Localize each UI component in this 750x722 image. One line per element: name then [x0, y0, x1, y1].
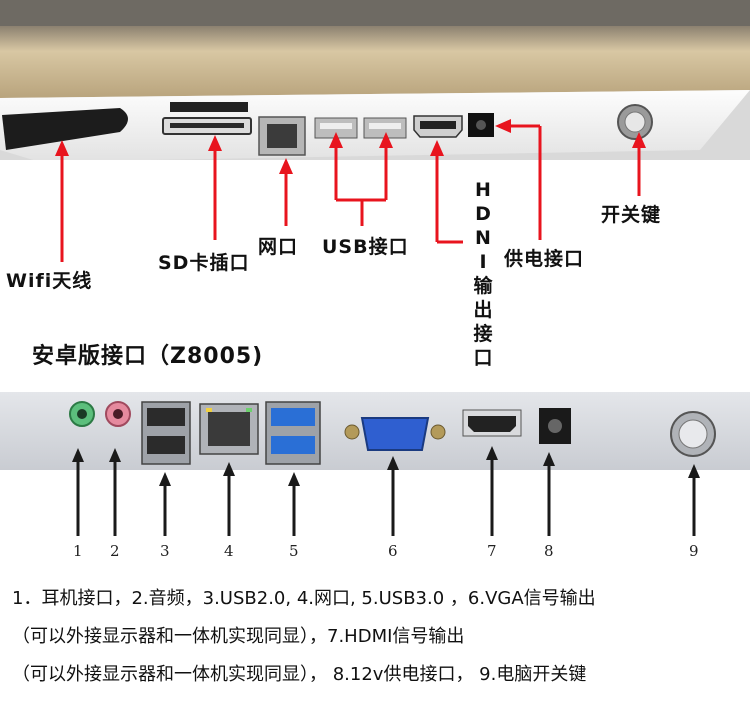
label-power-input: 供电接口 [504, 248, 585, 270]
description-line-3: （可以外接显示器和一体机实现同显）， 8.12v供电接口， 9.电脑开关键 [12, 664, 587, 685]
description-line-1: 1．耳机接口，2.音频，3.USB2.0, 4.网口, 5.USB3.0 ，6.… [12, 588, 596, 609]
port-number: 4 [224, 542, 234, 560]
port-number: 5 [289, 542, 299, 560]
label-power-switch: 开关键 [601, 204, 662, 226]
label-hdmi-output: HDNI输出接口 [473, 179, 493, 369]
top-device-photo [0, 0, 750, 172]
port-number: 9 [689, 542, 699, 560]
bottom-arrows [72, 446, 700, 536]
port-number: 3 [160, 542, 170, 560]
port-number: 8 [544, 542, 554, 560]
top-arrows [55, 119, 646, 262]
vga-port-icon [360, 417, 430, 451]
bottom-device-photo [0, 392, 750, 470]
port-number: 2 [110, 542, 120, 560]
label-lan-port: 网口 [258, 236, 299, 258]
port-number: 7 [487, 542, 497, 560]
label-sd-slot: SD卡插口 [158, 252, 250, 274]
port-number: 1 [73, 542, 83, 560]
label-usb-ports: USB接口 [322, 236, 409, 258]
page-title: 安卓版接口（Z8005) [32, 344, 264, 369]
description-line-2: （可以外接显示器和一体机实现同显），7.HDMI信号输出 [12, 626, 465, 647]
port-number: 6 [388, 542, 398, 560]
label-wifi-antenna: Wifi天线 [6, 270, 93, 292]
wifi-antenna-icon [2, 108, 128, 150]
hdmi-port-icon [468, 416, 516, 432]
